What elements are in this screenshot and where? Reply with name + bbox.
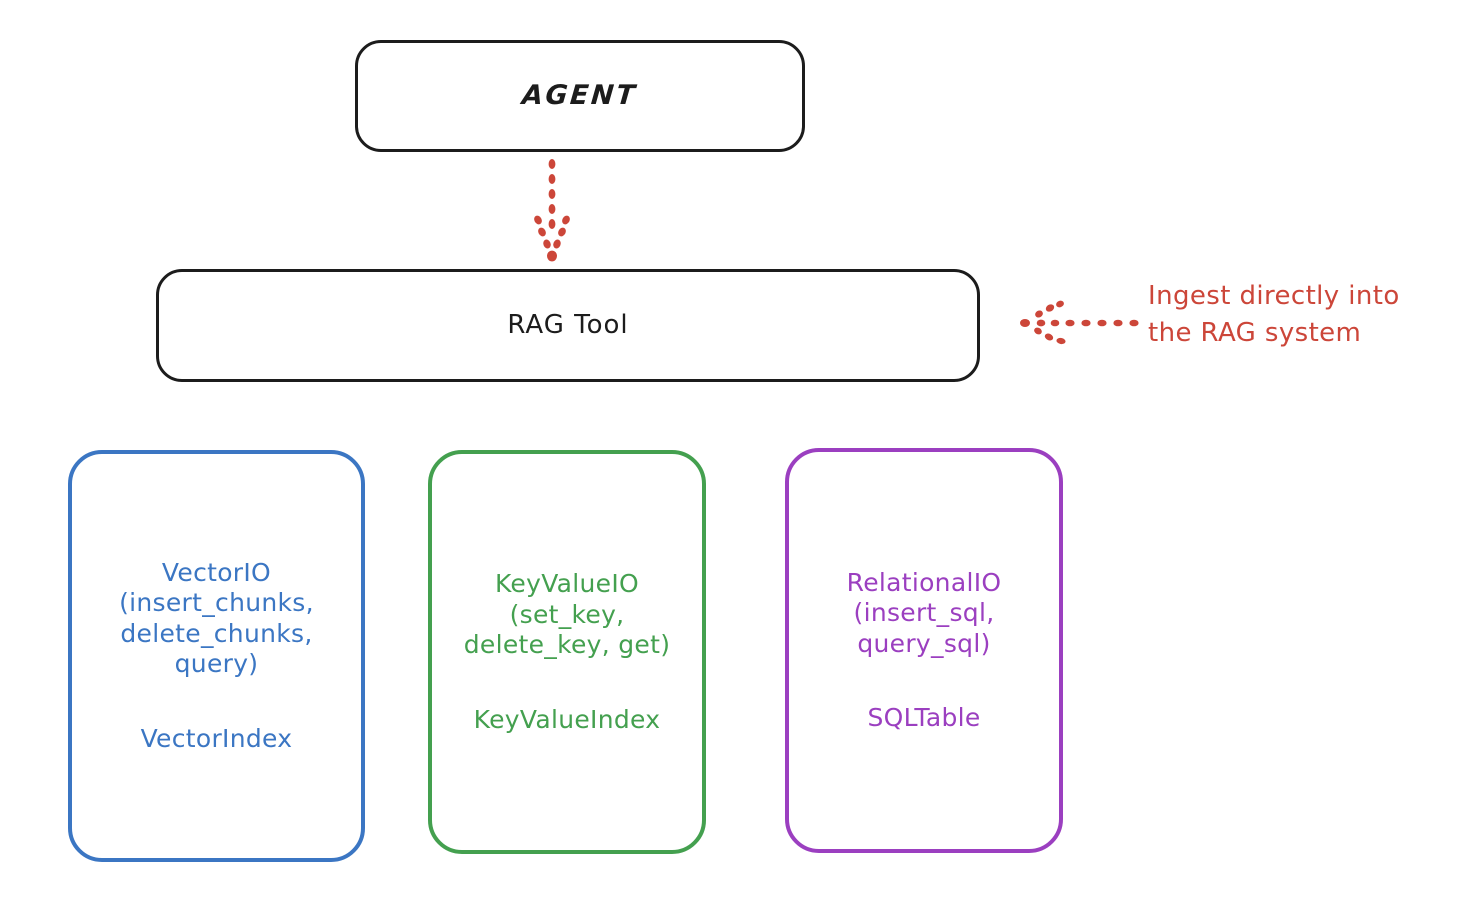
key-value-io-index-label: KeyValueIndex xyxy=(473,704,661,734)
rag-tool-node-label: RAG Tool xyxy=(507,309,629,340)
key-value-io-api-label: KeyValueIO (set_key, delete_key, get) xyxy=(463,569,671,659)
agent-to-rag-tool-arrow xyxy=(534,159,570,262)
agent-node[interactable]: AGENT xyxy=(355,40,805,152)
key-value-io-node[interactable]: KeyValueIO (set_key, delete_key, get) Ke… xyxy=(428,450,706,854)
rag-tool-node[interactable]: RAG Tool xyxy=(156,269,980,382)
vector-io-api-label: VectorIO (insert_chunks, delete_chunks, … xyxy=(119,557,314,679)
relational-io-index-label: SQLTable xyxy=(867,703,981,732)
ingest-to-rag-tool-arrow xyxy=(1020,300,1139,345)
relational-io-node[interactable]: RelationalIO (insert_sql, query_sql) SQL… xyxy=(785,448,1063,853)
vector-io-index-label: VectorIndex xyxy=(140,723,293,753)
relational-io-api-label: RelationalIO (insert_sql, query_sql) xyxy=(846,567,1002,658)
ingest-annotation-label: Ingest directly into the RAG system xyxy=(1148,281,1400,348)
agent-node-label: AGENT xyxy=(521,79,639,111)
vector-io-node[interactable]: VectorIO (insert_chunks, delete_chunks, … xyxy=(68,450,365,862)
